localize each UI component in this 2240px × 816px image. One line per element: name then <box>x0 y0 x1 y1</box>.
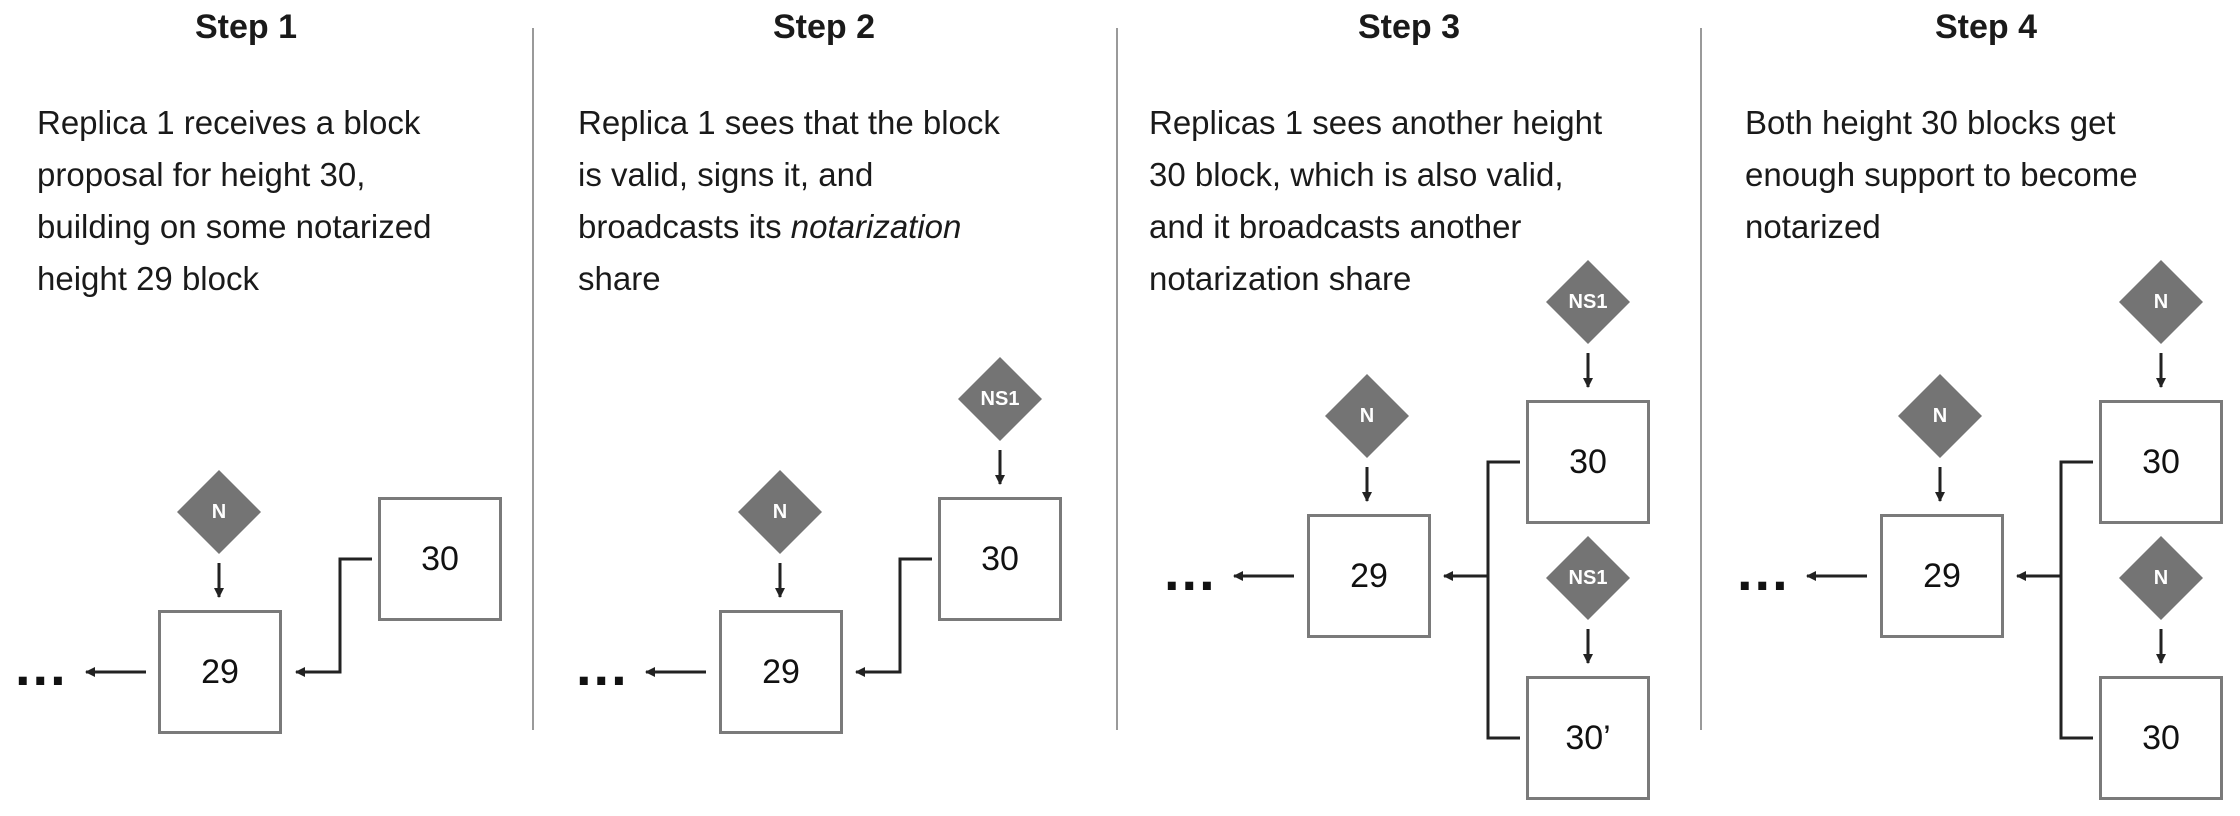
chain-ellipsis: ... <box>576 634 629 697</box>
badge-label: N <box>2153 566 2169 589</box>
description-line: notarized <box>1745 208 1881 245</box>
badge-label: N <box>1359 404 1375 427</box>
chain-ellipsis: ... <box>1164 539 1217 602</box>
description-line: 30 block, which is also valid, <box>1149 156 1564 193</box>
description-line: Replicas 1 sees another height <box>1149 104 1603 141</box>
badge-label: NS1 <box>1568 566 1608 589</box>
description-line: building on some notarized <box>37 208 432 245</box>
notarization-badge: N <box>738 470 822 554</box>
block-29: 29 <box>1880 514 2004 638</box>
description-line: Both height 30 blocks get <box>1745 104 2116 141</box>
notarization-badge: N <box>1898 374 1982 458</box>
block-29: 29 <box>1307 514 1431 638</box>
step-divider <box>1116 28 1118 730</box>
description-line: notarization share <box>1149 260 1412 297</box>
step-3-title: Step 3 <box>1357 8 1461 46</box>
notarization-share-badge: NS1 <box>958 357 1042 441</box>
step-4-title: Step 4 <box>1934 8 2038 46</box>
block-29: 29 <box>158 610 282 734</box>
step-4-description: Both height 30 blocks get enough support… <box>1745 97 2138 253</box>
fork-bracket <box>2059 460 2093 740</box>
badge-label: N <box>1932 404 1948 427</box>
badge-label: N <box>772 500 788 523</box>
arrow-30-to-29 <box>855 557 932 677</box>
description-line: proposal for height 30, <box>37 156 366 193</box>
description-line: Replica 1 receives a block <box>37 104 421 141</box>
fork-bracket <box>1486 460 1520 740</box>
notarization-badge: N <box>177 470 261 554</box>
badge-label: N <box>2153 290 2169 313</box>
chain-ellipsis: ... <box>15 634 68 697</box>
block-30: 30 <box>938 497 1062 621</box>
block-30: 30 <box>378 497 502 621</box>
badge-label: NS1 <box>980 387 1020 410</box>
description-line: and it broadcasts another <box>1149 208 1522 245</box>
step-2-title: Step 2 <box>772 8 876 46</box>
block-30-second: 30 <box>2099 676 2223 800</box>
description-line: Replica 1 sees that the block <box>578 104 1000 141</box>
step-2-description: Replica 1 sees that the block is valid, … <box>578 97 1000 305</box>
notarization-badge: N <box>2119 260 2203 344</box>
notarization-badge: N <box>2119 536 2203 620</box>
description-line: enough support to become <box>1745 156 2138 193</box>
notarization-emphasis: notarization <box>790 208 962 245</box>
block-29: 29 <box>719 610 843 734</box>
notarization-share-badge: NS1 <box>1546 260 1630 344</box>
step-divider <box>532 28 534 730</box>
block-30: 30 <box>1526 400 1650 524</box>
arrow-30-to-29 <box>295 557 372 677</box>
block-30-prime: 30’ <box>1526 676 1650 800</box>
description-line: broadcasts its notarization <box>578 201 1000 253</box>
description-line: is valid, signs it, and <box>578 156 874 193</box>
description-text: broadcasts its <box>578 208 791 245</box>
badge-label: NS1 <box>1568 290 1608 313</box>
description-line: height 29 block <box>37 260 259 297</box>
block-30: 30 <box>2099 400 2223 524</box>
notarization-badge: N <box>1325 374 1409 458</box>
chain-ellipsis: ... <box>1737 539 1790 602</box>
step-divider <box>1700 28 1702 730</box>
notarization-share-badge: NS1 <box>1546 536 1630 620</box>
step-3-description: Replicas 1 sees another height 30 block,… <box>1149 97 1602 305</box>
badge-label: N <box>211 500 227 523</box>
step-1-title: Step 1 <box>194 8 298 46</box>
description-line: share <box>578 260 661 297</box>
step-1-description: Replica 1 receives a block proposal for … <box>37 97 431 305</box>
